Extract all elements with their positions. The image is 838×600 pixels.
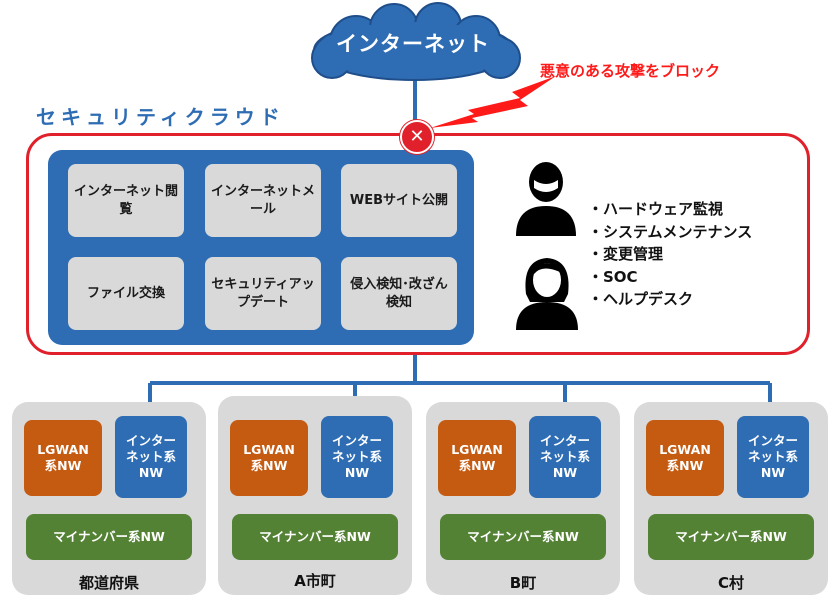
org-name: C村 bbox=[717, 574, 744, 592]
mynumber-nw-box: マイナンバー系NW bbox=[648, 514, 814, 560]
block-x-icon: ✕ bbox=[400, 120, 434, 154]
services-panel: インターネット閲覧 インターネットメール WEBサイト公開 ファイル交換 セキュ… bbox=[48, 150, 474, 345]
service-intrusion-detection: 侵入検知･改ざん検知 bbox=[341, 257, 457, 330]
mynumber-nw-box: マイナンバー系NW bbox=[440, 514, 606, 560]
org-name: A市町 bbox=[294, 572, 336, 590]
mynumber-nw-box: マイナンバー系NW bbox=[26, 514, 192, 560]
lightning-attack-icon bbox=[430, 76, 556, 128]
task-item: ・システムメンテナンス bbox=[588, 222, 753, 241]
operations-task-list: ・ハードウェア監視 ・システムメンテナンス ・変更管理 ・SOC ・ヘルプデスク bbox=[588, 198, 752, 311]
task-item: ・変更管理 bbox=[588, 245, 664, 263]
service-file-exchange: ファイル交換 bbox=[68, 257, 184, 330]
org-name: 都道府県 bbox=[78, 574, 139, 592]
female-operator-icon bbox=[516, 258, 578, 330]
service-web-publishing: WEBサイト公開 bbox=[341, 164, 457, 237]
attack-block-label: 悪意のある攻撃をブロック bbox=[540, 62, 721, 80]
task-item: ・ハードウェア監視 bbox=[588, 200, 724, 218]
security-cloud-title: セキュリティクラウド bbox=[36, 105, 285, 129]
male-operator-icon bbox=[516, 162, 576, 236]
task-item: ・ヘルプデスク bbox=[588, 290, 694, 308]
mynumber-nw-box: マイナンバー系NW bbox=[232, 514, 398, 560]
internet-cloud-icon bbox=[311, 2, 521, 81]
service-security-update: セキュリティアップデート bbox=[205, 257, 321, 330]
task-item: ・SOC bbox=[588, 267, 638, 286]
service-internet-browsing: インターネット閲覧 bbox=[68, 164, 184, 237]
org-name: B町 bbox=[509, 574, 537, 592]
service-internet-mail: インターネットメール bbox=[205, 164, 321, 237]
internet-label: インターネット bbox=[336, 32, 490, 56]
